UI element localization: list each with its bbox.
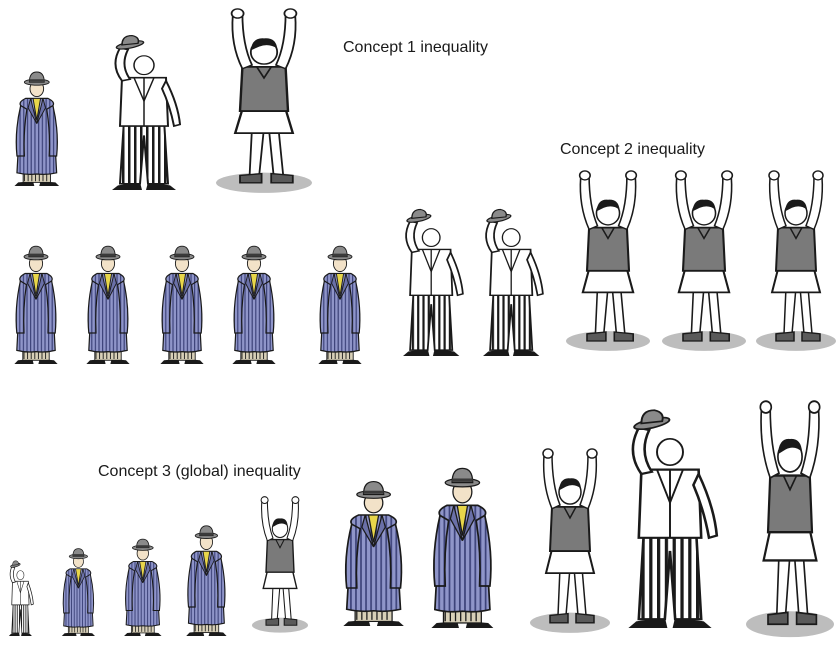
girl-figure bbox=[216, 9, 312, 193]
concept2-label: Concept 2 inequality bbox=[560, 141, 705, 158]
coat-man-figure bbox=[62, 549, 95, 636]
hat-man-figure bbox=[403, 209, 463, 356]
coat-man-figure bbox=[343, 482, 403, 626]
concept1-label: Concept 1 inequality bbox=[343, 39, 488, 56]
girl-figure bbox=[566, 171, 650, 351]
hat-man-figure bbox=[628, 410, 716, 628]
girl-figure bbox=[662, 171, 746, 351]
hat-man-figure bbox=[483, 209, 543, 356]
hat-man-figure bbox=[9, 561, 33, 636]
coat-man-figure bbox=[160, 246, 203, 364]
coat-man-figure bbox=[318, 246, 361, 364]
concept3-figures bbox=[9, 401, 834, 637]
concept3-label: Concept 3 (global) inequality bbox=[98, 463, 301, 480]
concept1-figures bbox=[14, 9, 312, 193]
coat-man-figure bbox=[86, 246, 129, 364]
coat-man-figure bbox=[14, 246, 57, 364]
coat-man-figure bbox=[14, 72, 59, 186]
coat-man-figure bbox=[124, 539, 161, 636]
coat-man-figure bbox=[186, 526, 226, 636]
hat-man-figure bbox=[112, 36, 180, 190]
girl-figure bbox=[252, 497, 308, 633]
concept2-figures bbox=[14, 171, 836, 364]
girl-figure bbox=[530, 449, 610, 633]
coat-man-figure bbox=[232, 246, 275, 364]
girl-figure bbox=[756, 171, 836, 351]
girl-figure bbox=[746, 401, 834, 637]
coat-man-figure bbox=[431, 468, 493, 628]
